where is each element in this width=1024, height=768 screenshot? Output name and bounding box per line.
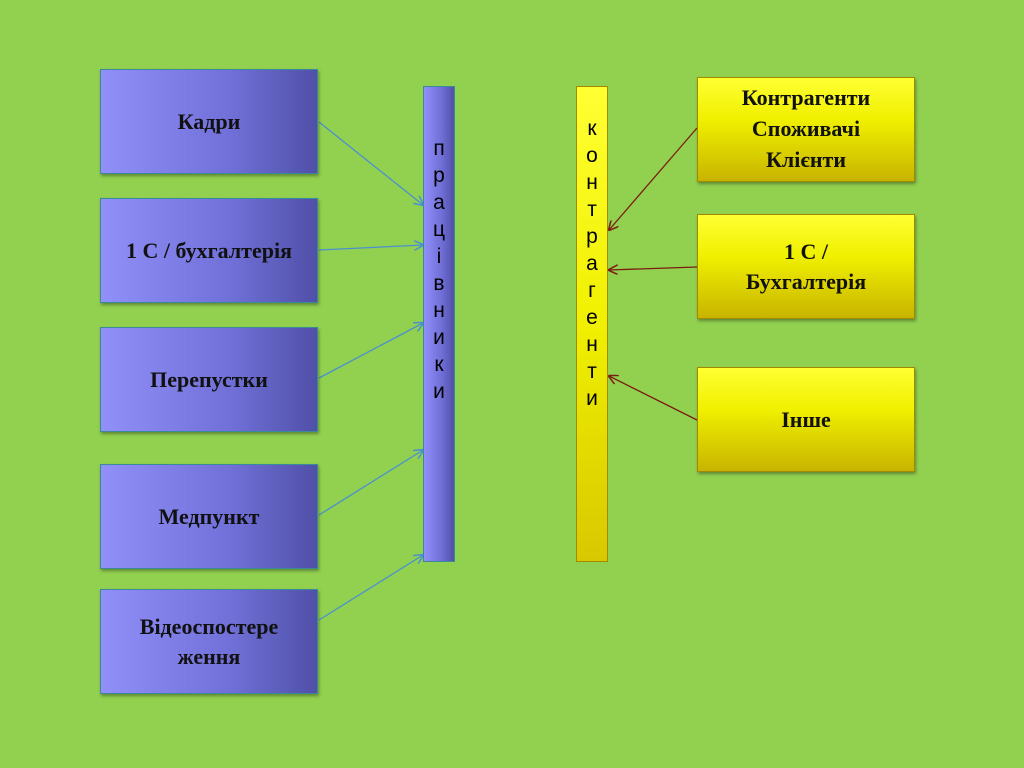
box-inshe: Інше	[697, 367, 915, 472]
bar-letter: г	[588, 279, 596, 302]
bar-letter: р	[586, 225, 598, 248]
bar-letter: н	[586, 171, 598, 194]
box-label: 1 С / Бухгалтерія	[745, 238, 867, 294]
arrow-buhhalteria	[318, 245, 423, 251]
box-medpunkt: Медпункт	[100, 464, 318, 569]
arrow-kadry	[318, 121, 423, 205]
arrow-1c	[609, 267, 698, 270]
bar-letter: е	[586, 306, 598, 329]
bar-pratsivnyky: п р а ц і в н и к и	[423, 86, 455, 562]
box-label: Перепустки	[150, 366, 268, 392]
box-label: Інше	[781, 406, 831, 432]
bar-letter: к	[434, 353, 444, 376]
bar-letter: а	[586, 252, 598, 275]
bar-letter: р	[433, 164, 445, 187]
arrow-inshe	[609, 376, 698, 421]
bar-letter: и	[586, 387, 598, 410]
box-kadry: Кадри	[100, 69, 318, 174]
bar-letter: а	[433, 191, 445, 214]
box-1c-buhhalteriia: 1 С / Бухгалтерія	[697, 214, 915, 319]
bar-letter: и	[433, 326, 445, 349]
box-label: Контрагенти Споживачі Клієнти	[741, 85, 871, 172]
box-label: Відеоспостере ження	[139, 613, 279, 669]
bar-letter: н	[586, 333, 598, 356]
bar-letter: т	[587, 198, 597, 221]
arrow-kontrahenty	[609, 127, 698, 230]
bar-letter: к	[587, 117, 597, 140]
box-label: Медпункт	[158, 503, 260, 529]
bar-letter: т	[587, 360, 597, 383]
bar-letter: ц	[432, 218, 446, 241]
arrow-videosposterezhennia	[318, 555, 423, 621]
bar-kontrahenty: к о н т р а г е н т и	[576, 86, 608, 562]
box-label: Кадри	[177, 108, 241, 134]
box-label: 1 С / бухгалтерія	[125, 237, 292, 263]
bar-letter: і	[436, 245, 442, 268]
box-perepustky: Перепустки	[100, 327, 318, 432]
arrow-perepustky	[318, 323, 423, 379]
box-kontrahenty-spozhyvachi-kliienty: Контрагенти Споживачі Клієнти	[697, 77, 915, 182]
box-buhhalteria: 1 С / бухгалтерія	[100, 198, 318, 303]
box-videosposterezhennia: Відеоспостере ження	[100, 589, 318, 694]
bar-letter: о	[586, 144, 598, 167]
bar-letter: п	[433, 137, 445, 160]
bar-letter: в	[433, 272, 445, 295]
bar-letter: н	[433, 299, 445, 322]
arrow-medpunkt	[318, 450, 423, 516]
bar-letter: и	[433, 380, 445, 403]
